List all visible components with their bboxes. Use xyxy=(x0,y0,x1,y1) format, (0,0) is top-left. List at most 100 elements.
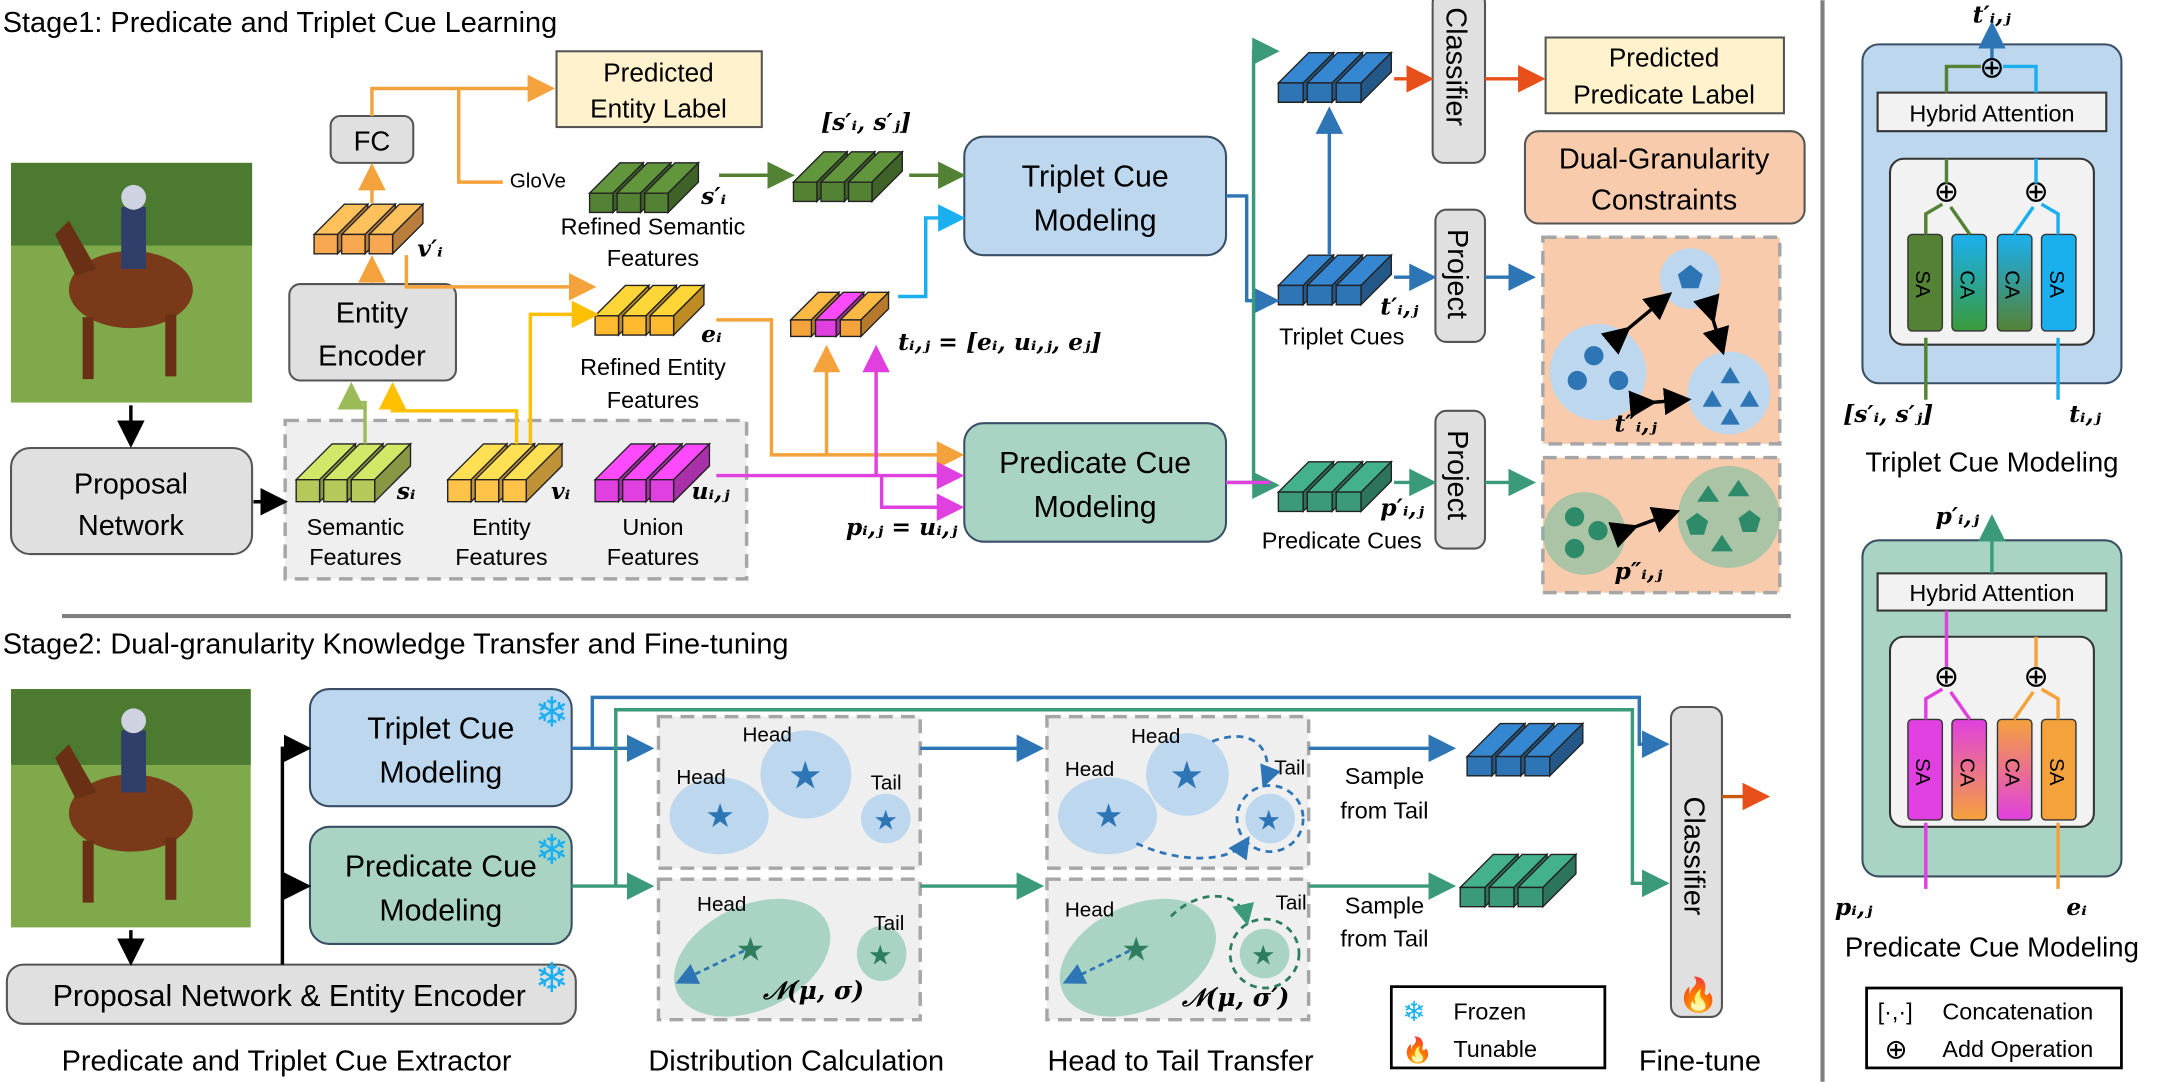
svg-text:Entity: Entity xyxy=(472,514,531,540)
svg-text:Distribution Calculation: Distribution Calculation xyxy=(648,1046,944,1078)
snowflake-icon: ❄ xyxy=(1402,996,1425,1027)
svg-text:★: ★ xyxy=(873,805,898,836)
svg-text:Features: Features xyxy=(309,544,401,570)
svg-text:Features: Features xyxy=(455,544,547,570)
svg-text:pᵢ,ⱼ: pᵢ,ⱼ xyxy=(1835,893,1873,921)
svg-text:sᵢ: sᵢ xyxy=(396,477,416,505)
feature-bar xyxy=(1335,284,1362,306)
svg-text:Entity: Entity xyxy=(336,298,409,330)
svg-text:uᵢ,ⱼ: uᵢ,ⱼ xyxy=(692,477,731,505)
input-image-stage2 xyxy=(11,689,251,928)
svg-text:Modeling: Modeling xyxy=(379,757,502,790)
feature-bar xyxy=(839,319,862,338)
svg-text:CA: CA xyxy=(1955,270,1978,299)
feature-bar xyxy=(323,479,348,503)
predicate-cue-modeling-box: Predicate Cue Modeling xyxy=(963,422,1228,543)
fc-box: FC xyxy=(329,114,415,164)
svg-text:Sample: Sample xyxy=(1345,893,1424,919)
svg-text:Modeling: Modeling xyxy=(379,895,502,928)
svg-text:CA: CA xyxy=(2001,758,2024,787)
svg-text:t′ᵢ,ⱼ: t′ᵢ,ⱼ xyxy=(1380,292,1419,320)
feature-bar xyxy=(814,319,837,338)
flame-icon: 🔥 xyxy=(1402,1035,1433,1064)
svg-text:eᵢ: eᵢ xyxy=(701,320,722,348)
svg-text:Network: Network xyxy=(78,510,185,542)
feature-bar xyxy=(588,192,614,214)
svg-text:Tunable: Tunable xyxy=(1453,1036,1537,1062)
semantic-features-block xyxy=(294,442,413,504)
triplet-clusters: t″ᵢ,ⱼ xyxy=(1549,248,1771,437)
svg-text:Tail: Tail xyxy=(871,772,902,795)
feature-bar xyxy=(1466,755,1493,777)
stage2-triplet-cue-modeling-box: Triplet Cue Modeling xyxy=(308,688,573,808)
feature-bar xyxy=(790,319,813,338)
triplet-input-block xyxy=(789,290,891,339)
svg-text:tᵢ,ⱼ = [eᵢ, uᵢ,ⱼ, eⱼ]: tᵢ,ⱼ = [eᵢ, uᵢ,ⱼ, eⱼ] xyxy=(898,328,1101,356)
svg-text:GloVe: GloVe xyxy=(510,170,566,193)
legend-operations: [·,·] Concatenation ⊕ Add Operation xyxy=(1865,986,2123,1070)
snowflake-icon: ❄❄❄ xyxy=(534,689,569,1001)
svg-text:★: ★ xyxy=(705,798,735,835)
proposal-network-box: Proposal Network xyxy=(9,446,254,556)
svg-text:Concatenation: Concatenation xyxy=(1942,999,2093,1025)
stage2-predicate-cue-modeling-box: Predicate Cue Modeling xyxy=(308,825,573,945)
svg-text:Entity Label: Entity Label xyxy=(590,93,727,123)
feature-bar xyxy=(1524,755,1551,777)
svg-text:Fine-tune: Fine-tune xyxy=(1639,1046,1761,1078)
svg-text:★: ★ xyxy=(736,931,766,968)
stage1-math-labels: sᵢ vᵢ uᵢ,ⱼ v′ᵢ s′ᵢ eᵢ [s′ᵢ, s′ⱼ] tᵢ,ⱼ = … xyxy=(396,108,1425,541)
feature-bar xyxy=(340,233,366,255)
svg-text:from Tail: from Tail xyxy=(1340,798,1428,824)
feature-bar xyxy=(847,181,873,203)
svg-text:p″ᵢ,ⱼ: p″ᵢ,ⱼ xyxy=(1614,557,1663,585)
feature-bar xyxy=(368,233,394,255)
feature-bar xyxy=(594,315,620,336)
feature-bar xyxy=(1517,886,1544,908)
predicted-entity-label-box: Predicted Entity Label xyxy=(555,50,763,129)
triplet-cues-block xyxy=(1276,253,1393,307)
feature-bar xyxy=(474,479,500,503)
sampled-predicate-cues-block xyxy=(1458,852,1578,909)
svg-text:eᵢ: eᵢ xyxy=(2066,893,2087,921)
svg-text:t′ᵢ,ⱼ: t′ᵢ,ⱼ xyxy=(1973,0,2012,28)
svg-text:vᵢ: vᵢ xyxy=(551,477,570,505)
svg-text:Proposal: Proposal xyxy=(74,468,188,500)
feature-bar xyxy=(313,233,339,255)
svg-text:Triplet Cue: Triplet Cue xyxy=(367,713,514,746)
feature-bar xyxy=(1306,491,1333,513)
svg-text:Project: Project xyxy=(1441,229,1473,319)
stage2-connectors xyxy=(571,695,1771,900)
entity-encoder-box: Entity Encoder xyxy=(288,283,458,382)
triplet-cue-modeling-box: Triplet Cue Modeling xyxy=(963,135,1228,257)
feature-bar xyxy=(594,479,620,503)
flame-icon: 🔥 xyxy=(1678,976,1719,1014)
svg-text:p′ᵢ,ⱼ: p′ᵢ,ⱼ xyxy=(1935,502,1979,530)
svg-text:★: ★ xyxy=(788,754,823,797)
predicate-cue-modeling-detail: Hybrid Attention SA CA CA SA ⊕ ⊕ p′ᵢ,ⱼ p… xyxy=(1835,502,2139,963)
svg-text:SA: SA xyxy=(1911,758,1934,786)
svg-text:Hybrid Attention: Hybrid Attention xyxy=(1909,101,2074,127)
stage1-labels: Semantic Features Entity Features Union … xyxy=(307,170,1422,570)
svg-text:𝒩(μ, σ′): 𝒩(μ, σ′) xyxy=(1181,983,1289,1012)
feature-bar xyxy=(644,192,669,214)
svg-text:★: ★ xyxy=(1256,805,1281,836)
svg-text:tᵢ,ⱼ: tᵢ,ⱼ xyxy=(2069,400,2102,428)
svg-text:Head: Head xyxy=(1065,758,1114,781)
stage2-left-connectors xyxy=(117,734,312,966)
svg-text:Frozen: Frozen xyxy=(1453,999,1526,1025)
feature-bar xyxy=(1306,284,1333,306)
svg-text:Head: Head xyxy=(1131,725,1180,748)
project-box-predicate: Project xyxy=(1434,409,1487,550)
svg-text:SA: SA xyxy=(1911,270,1934,298)
proposal-entity-encoder-box: Proposal Network & Entity Encoder xyxy=(5,963,577,1025)
svg-text:Features: Features xyxy=(607,544,699,570)
svg-text:CA: CA xyxy=(2001,270,2024,299)
svg-text:[s′ᵢ, s′ⱼ]: [s′ᵢ, s′ⱼ] xyxy=(1843,400,1933,428)
feature-bar xyxy=(295,479,321,503)
union-features-block xyxy=(593,442,712,504)
svg-text:Tail: Tail xyxy=(1276,891,1307,914)
svg-text:Predicate Cue: Predicate Cue xyxy=(999,447,1191,480)
svg-text:t″ᵢ,ⱼ: t″ᵢ,ⱼ xyxy=(1614,409,1657,437)
svg-text:⊕: ⊕ xyxy=(1884,1033,1907,1064)
svg-text:Encoder: Encoder xyxy=(318,340,426,372)
